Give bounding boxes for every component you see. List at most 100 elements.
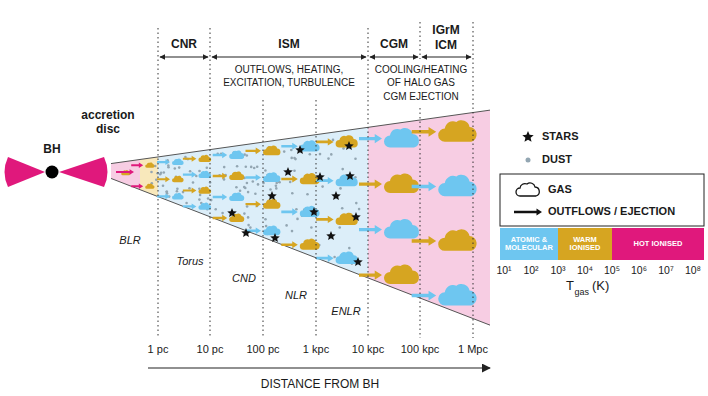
dust-dot <box>310 226 313 229</box>
zone-label: ENLR <box>331 305 360 318</box>
outflow-arrow <box>157 176 170 182</box>
dust-dot <box>246 182 249 185</box>
gas-cloud <box>438 229 476 251</box>
region-brackets <box>160 56 471 57</box>
legend-arrow <box>514 209 542 216</box>
outflow-arrow <box>131 162 143 168</box>
dust-dot <box>306 193 309 196</box>
process-note: CGM EJECTION <box>383 91 459 103</box>
legend-text: WARM IONISED <box>560 236 610 253</box>
dust-dot <box>221 212 224 215</box>
outflow-arrow <box>246 201 262 208</box>
outflow-arrow <box>359 270 382 279</box>
gas-cloud <box>384 219 419 239</box>
star-symbol <box>353 257 363 266</box>
zone-label: Torus <box>176 255 203 268</box>
gas-cloud <box>172 193 184 200</box>
gas-cloud <box>516 183 539 196</box>
tick-label: 100 kpc <box>401 343 440 356</box>
tick-label: 10 kpc <box>352 343 384 356</box>
dust-dot <box>247 224 250 227</box>
dust-dot <box>257 183 260 186</box>
dust-dot <box>178 166 181 169</box>
gas-cloud <box>263 225 280 235</box>
dust-dot <box>333 256 336 259</box>
gas-cloud <box>145 184 154 189</box>
region-label: CGM <box>380 38 408 52</box>
dust-dot <box>239 189 242 192</box>
dust-dot <box>354 158 357 161</box>
dust-dot <box>160 172 163 175</box>
dust-dot <box>291 230 294 233</box>
outflow-arrow <box>213 173 228 179</box>
dust-dot <box>165 190 168 193</box>
axis-title: DISTANCE FROM BH <box>261 378 379 392</box>
gas-cloud <box>300 239 320 250</box>
dust-dot <box>256 165 259 168</box>
tick-label: 10 pc <box>197 343 224 356</box>
dust-dot <box>291 192 294 195</box>
scale-lines <box>158 22 473 338</box>
gas-cloud <box>229 150 244 158</box>
outflow-arrow <box>359 179 382 188</box>
temperature-tick: 10⁸ <box>685 264 701 276</box>
dust-dot <box>214 208 217 211</box>
temperature-tick: 10⁴ <box>577 264 593 276</box>
dust-dot <box>245 165 248 168</box>
star-symbol <box>315 172 325 181</box>
dust-dot <box>189 170 192 173</box>
dust-dot <box>198 198 201 201</box>
star-symbol <box>326 231 336 240</box>
dust-dot <box>293 157 296 160</box>
outflow-arrow <box>412 182 437 192</box>
temperature-tick: 10⁷ <box>658 264 673 276</box>
outflow-arrow <box>213 194 228 200</box>
dust-dot <box>199 194 202 197</box>
gas-cloud <box>198 155 211 162</box>
star-symbol <box>267 191 277 200</box>
gas-cloud <box>438 175 476 197</box>
dust-dot <box>341 168 344 171</box>
dust-dot <box>247 216 250 219</box>
outflow-arrow <box>183 172 197 178</box>
outflow-arrow <box>359 225 382 234</box>
axis-symbol: T <box>566 279 574 294</box>
gas-cloud <box>336 174 358 186</box>
outflow-arrow <box>359 134 382 143</box>
gas-cloud <box>229 171 244 179</box>
axis-unit: (K) <box>592 279 609 294</box>
outflow-arrow <box>281 241 298 248</box>
gas-cloud <box>172 176 184 183</box>
region-label: ISM <box>278 38 299 52</box>
dust-dot <box>243 212 246 215</box>
process-note: COOLING/HEATING OF HALO GAS <box>371 63 471 89</box>
outflow-arrow <box>213 152 228 158</box>
temperature-swatch: ATOMIC & MOLECULAR <box>500 228 558 260</box>
star-symbol <box>241 228 251 237</box>
gas-cloud <box>384 173 419 193</box>
outflow-arrow <box>183 156 197 162</box>
dust-dot <box>167 166 170 169</box>
gas-cloud <box>198 187 211 194</box>
dust-dot <box>188 187 191 190</box>
dust-dot <box>339 187 342 190</box>
dust-dot <box>355 202 358 205</box>
gas-cloud <box>198 203 211 210</box>
gas-cloud <box>263 199 280 209</box>
legend-text: OUTFLOWS / EJECTION <box>548 205 675 218</box>
temperature-tick: 10⁵ <box>604 264 620 276</box>
dust-dot <box>321 185 324 188</box>
temperature-swatch: HOT IONISED <box>612 228 704 260</box>
dust-dot <box>285 224 288 227</box>
star-symbol <box>344 141 354 150</box>
outflow-arrow <box>412 127 437 137</box>
dust-dot <box>269 188 272 191</box>
gas-cloud <box>300 173 320 184</box>
dust-dot <box>176 190 179 193</box>
star-symbol <box>270 233 280 242</box>
accretion-disc <box>59 157 108 187</box>
temperature-tick: 10¹ <box>496 264 511 276</box>
star-symbol <box>227 208 237 217</box>
dust-dot <box>252 180 255 183</box>
